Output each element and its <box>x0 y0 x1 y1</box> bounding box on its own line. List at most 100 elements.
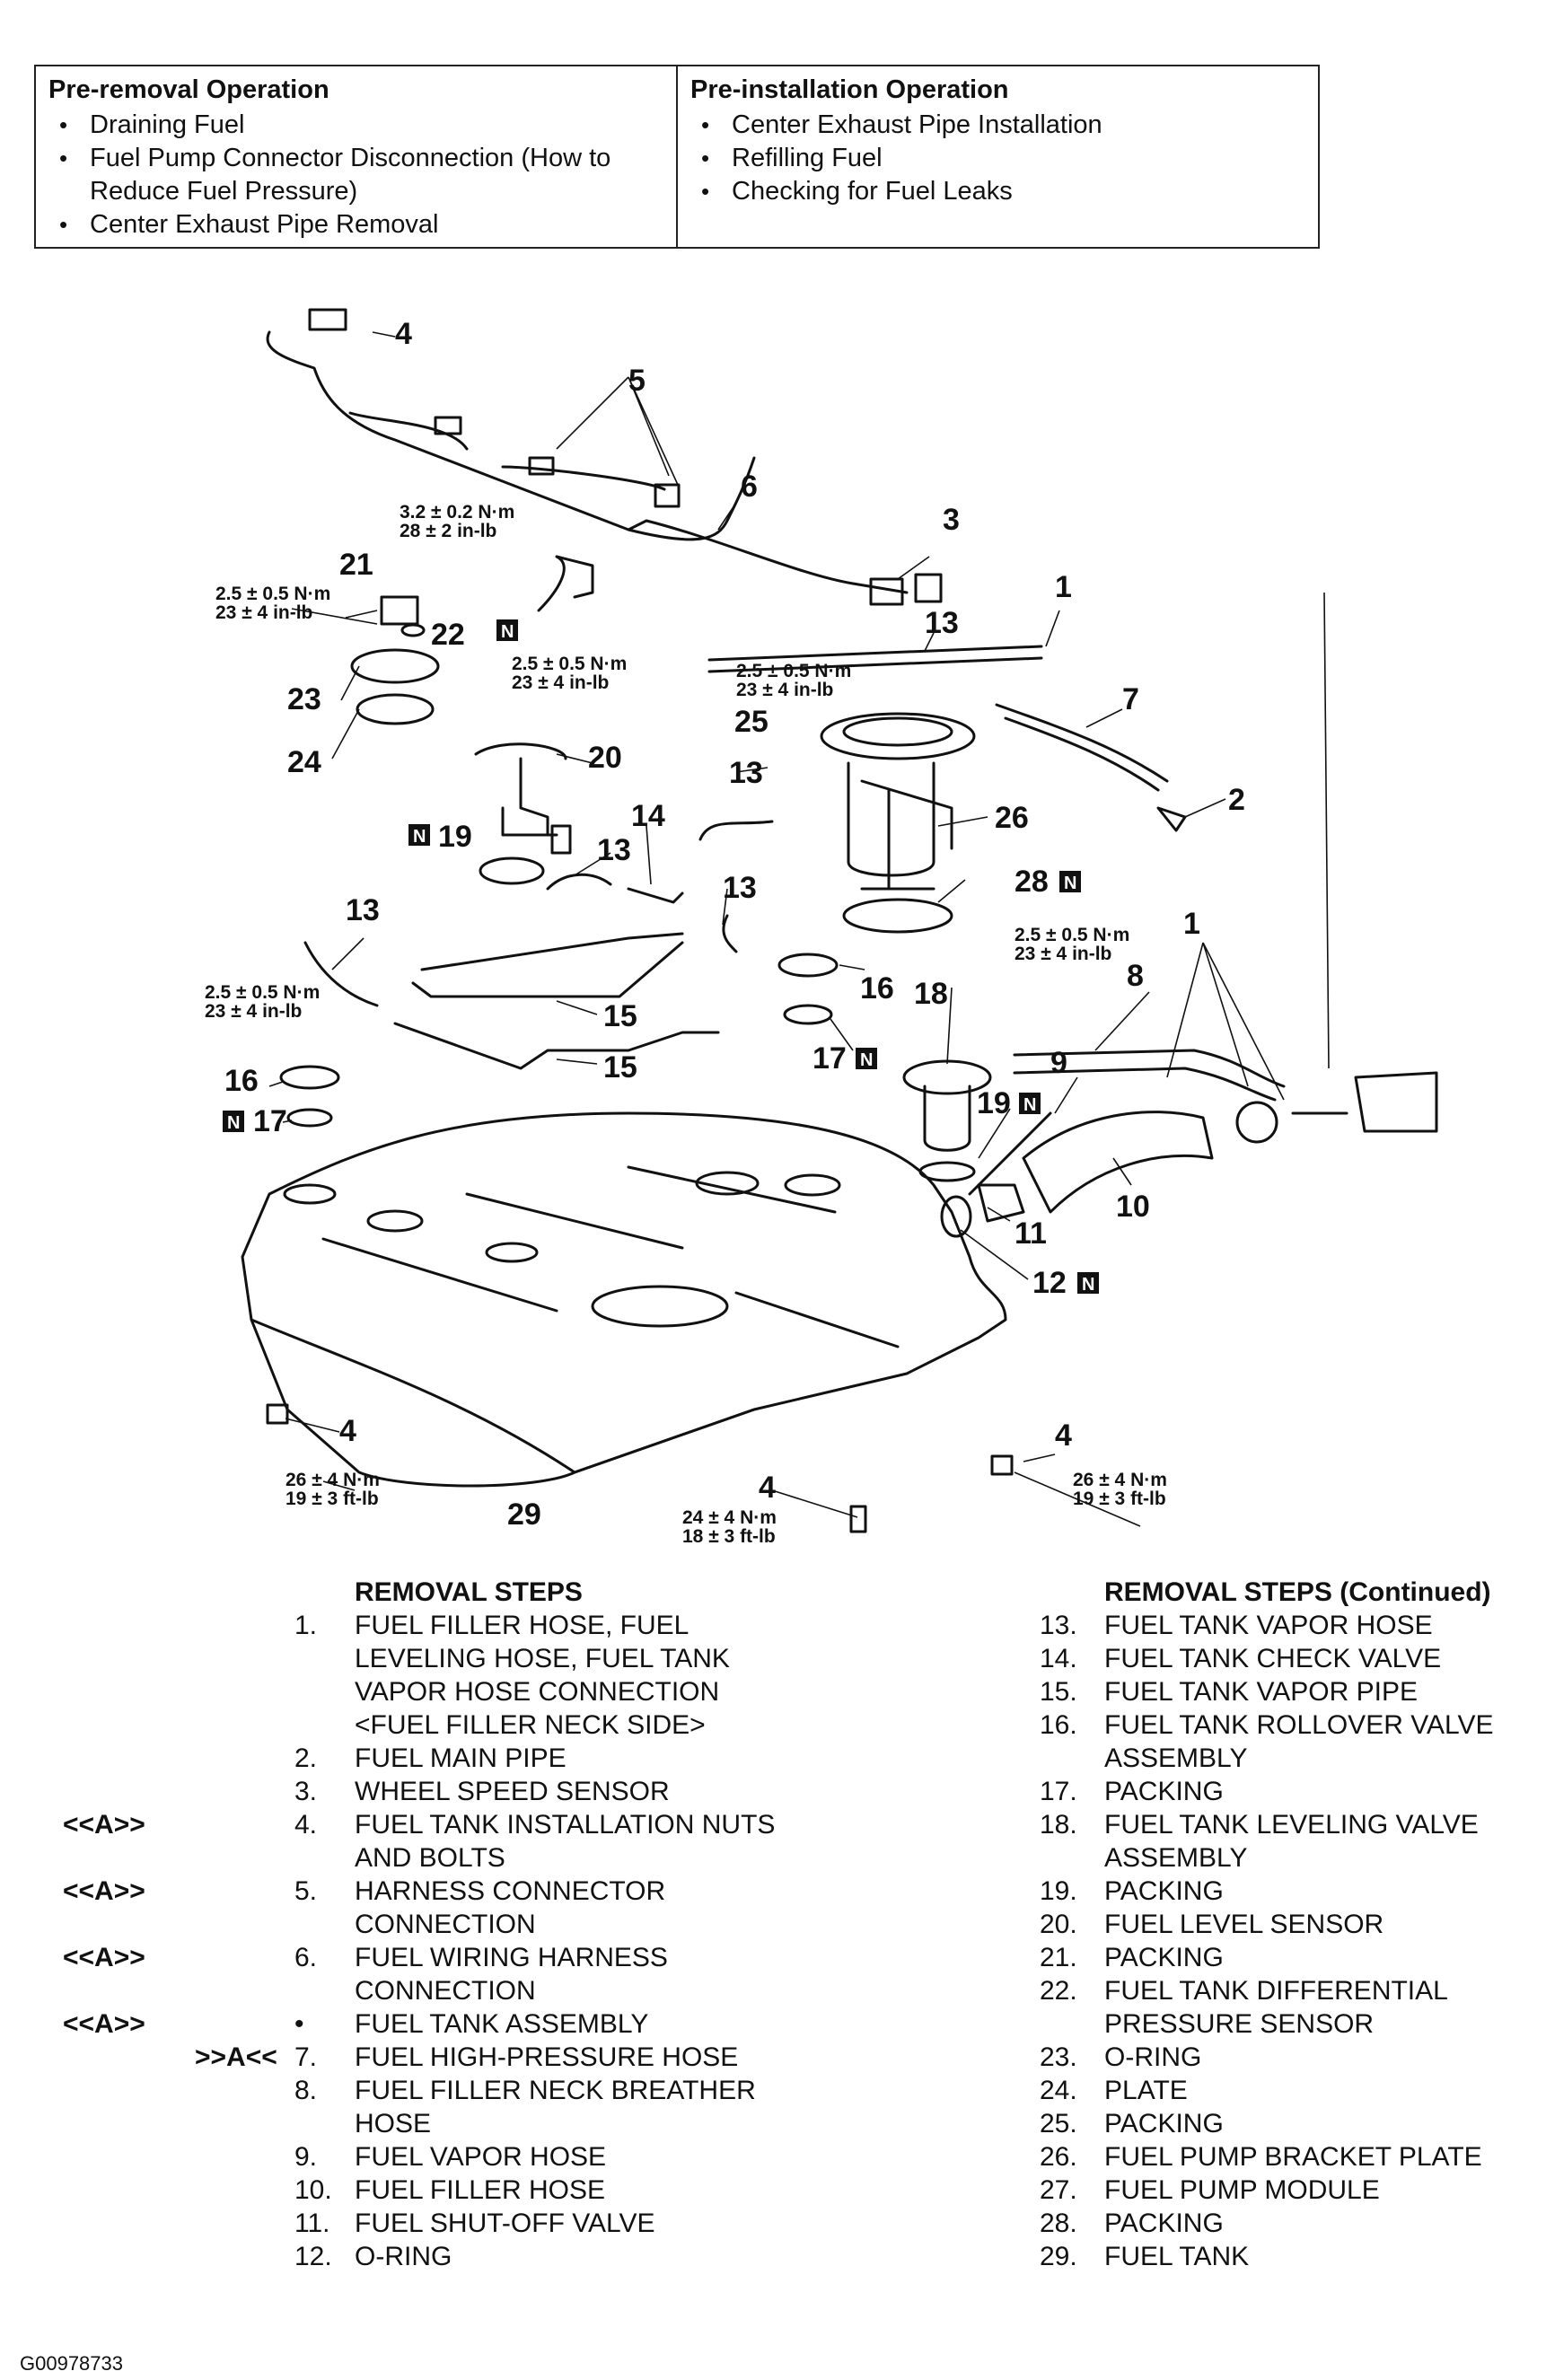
step-row: 2.FUEL MAIN PIPE <box>63 1742 799 1775</box>
step-row: <<A>>•FUEL TANK ASSEMBLY <box>63 2007 799 2041</box>
torque-spec: 2.5 ± 0.5 N·m <box>1015 925 1129 945</box>
step-text: FUEL TANK INSTALLATION NUTS AND BOLTS <box>355 1810 776 1873</box>
tank-bolt-center <box>849 1505 867 1533</box>
vapor-hose-13-top <box>707 645 1043 662</box>
torque-spec: 2.5 ± 0.5 N·m <box>205 982 320 1003</box>
step-text: FUEL LEVEL SENSOR <box>1104 1910 1384 1939</box>
check-valve-14 <box>627 887 684 904</box>
step-number: 22. <box>1040 1976 1077 2006</box>
tank-bolt-right <box>990 1454 1014 1476</box>
harness-connector-clip <box>434 416 462 435</box>
step-row: 19.PACKING <box>1040 1875 1542 1908</box>
step-row: 22.FUEL TANK DIFFERENTIAL PRESSURE SENSO… <box>1040 1974 1542 2041</box>
callout-1: 1 <box>1055 570 1072 604</box>
step-number: 14. <box>1040 1644 1077 1673</box>
step-row: <<A>> 6. FUEL WIRING HARNESS CONNECTION <box>63 1941 799 2007</box>
callout-10: 10 <box>1116 1190 1150 1224</box>
step-mark: <<A>> <box>63 1810 145 1840</box>
callout-24: 23 <box>287 682 321 716</box>
vapor-hose-9 <box>968 1111 1052 1196</box>
step-row: 8.FUEL FILLER NECK BREATHER HOSE <box>63 2074 799 2140</box>
step-number: 24. <box>1040 2076 1077 2105</box>
step-text: FUEL FILLER HOSE, FUEL LEVELING HOSE, FU… <box>355 1611 730 1740</box>
step-text: PACKING <box>1104 2109 1224 2138</box>
step-text: PACKING <box>1104 1943 1224 1972</box>
step-number: 6. <box>294 1943 318 1972</box>
filler-hose-10 <box>1022 1111 1214 1214</box>
harness-connector-top <box>308 308 347 331</box>
shut-off-valve-11 <box>977 1183 1025 1223</box>
step-row: 16. FUEL TANK ROLLOVER VALVE ASSEMBLY <box>1040 1708 1542 1775</box>
step-number: 11. <box>294 2209 330 2238</box>
step-text: O-RING <box>355 2242 452 2271</box>
step-number: 17. <box>1040 1777 1077 1806</box>
callout-18: 18 <box>914 977 948 1011</box>
step-row: <<A>> 4. FUEL TANK INSTALLATION NUTS AND B… <box>63 1808 799 1875</box>
step-text: FUEL TANK <box>1104 2242 1250 2271</box>
step-text: FUEL WIRING HARNESS CONNECTION <box>355 1943 668 2006</box>
pump-bracket-plate-26-inner <box>842 716 953 747</box>
step-row: 28.PACKING <box>1040 2207 1542 2240</box>
removal-steps-left: REMOVAL STEPS 1.FUEL FILLER HOSE, FUEL L… <box>63 1576 799 2273</box>
list-item: Fuel Pump Connector Disconnection (How t… <box>59 142 663 208</box>
pre-removal-title: Pre-removal Operation <box>48 75 329 104</box>
step-row: 12. O-RING <box>63 2240 799 2273</box>
step-text: FUEL TANK ROLLOVER VALVE ASSEMBLY <box>1104 1710 1494 1773</box>
callout-13: 13 <box>925 606 959 640</box>
fuel-tank-29 <box>241 1111 1007 1488</box>
fuel-tank-exploded-diagram: 4 5 6 3 1 13 21 22 23 24 25 7 2 20 13 26… <box>205 308 1438 1547</box>
packing-25 <box>356 693 435 725</box>
tank-opening <box>485 1242 539 1263</box>
plate-24 <box>350 648 440 684</box>
callout-3: 4 <box>395 317 412 351</box>
vapor-hose-13-right <box>722 914 738 953</box>
step-row: 15.FUEL TANK VAPOR PIPE <box>1040 1675 1542 1708</box>
new-part-mark: N <box>1064 874 1076 893</box>
pre-removal-column: Pre-removal Operation Draining Fuel Fuel… <box>36 66 676 247</box>
step-row: 9.FUEL VAPOR HOSE <box>63 2140 799 2174</box>
step-row: >>A<<7.FUEL HIGH-PRESSURE HOSE <box>63 2041 799 2074</box>
fuel-level-sensor-20 <box>474 742 567 837</box>
vapor-pipe-15-lower <box>393 1022 720 1070</box>
vapor-pipe-15-upper <box>411 932 684 998</box>
step-row: 23.O-RING <box>1040 2041 1542 2074</box>
torque-spec: 3.2 ± 0.2 N·m <box>400 502 514 523</box>
step-number: 28. <box>1040 2209 1077 2238</box>
step-number: 16. <box>1040 1710 1077 1740</box>
step-mark: <<A>> <box>63 1876 145 1906</box>
vapor-hose-13-mid2 <box>698 820 774 841</box>
harness-connector-clip <box>528 456 555 476</box>
step-text: WHEEL SPEED SENSOR <box>355 1777 670 1806</box>
operations-table: Pre-removal Operation Draining Fuel Fuel… <box>34 65 1320 249</box>
torque-spec: 26 ± 4 N·m <box>1073 1470 1167 1490</box>
vapor-hose-13-top-outline <box>707 656 1043 673</box>
fuel-tank-29-ribs <box>321 1165 900 1348</box>
step-number: 19. <box>1040 1876 1077 1906</box>
figure-id: G00978733 <box>20 2352 123 2375</box>
callout-13: 13 <box>597 833 631 867</box>
step-number: 20. <box>1040 1910 1077 1939</box>
o-ring-12 <box>940 1195 972 1238</box>
step-text: FUEL TANK ASSEMBLY <box>355 2009 649 2039</box>
step-text: FUEL FILLER HOSE <box>355 2175 605 2205</box>
torque-spec: 23 ± 4 in-lb <box>215 602 312 623</box>
step-row: 27.FUEL PUMP MODULE <box>1040 2174 1542 2207</box>
callout-16: 16 <box>224 1064 259 1098</box>
harness-connector-right <box>869 577 904 606</box>
step-number: 12. <box>294 2242 332 2271</box>
step-number: 4. <box>294 1810 318 1840</box>
list-item: Center Exhaust Pipe Installation <box>701 109 1305 142</box>
step-row: 3. WHEEL SPEED SENSOR <box>63 1775 799 1808</box>
harness-grommet <box>537 555 594 612</box>
callout-13: 13 <box>729 756 763 790</box>
step-number: 3. <box>294 1777 318 1806</box>
vapor-hose-13-mid <box>546 873 612 891</box>
torque-spec: 24 ± 4 N·m <box>682 1507 777 1528</box>
new-part-mark: N <box>501 622 514 642</box>
step-mark: <<A>> <box>63 1943 145 1972</box>
step-text: FUEL TANK VAPOR PIPE <box>1104 1677 1418 1707</box>
step-row: 13.FUEL TANK VAPOR HOSE <box>1040 1609 1542 1642</box>
step-row: 29.FUEL TANK <box>1040 2240 1542 2273</box>
torque-spec: 19 ± 3 ft-lb <box>1073 1489 1166 1509</box>
step-row: 21.PACKING <box>1040 1941 1542 1974</box>
